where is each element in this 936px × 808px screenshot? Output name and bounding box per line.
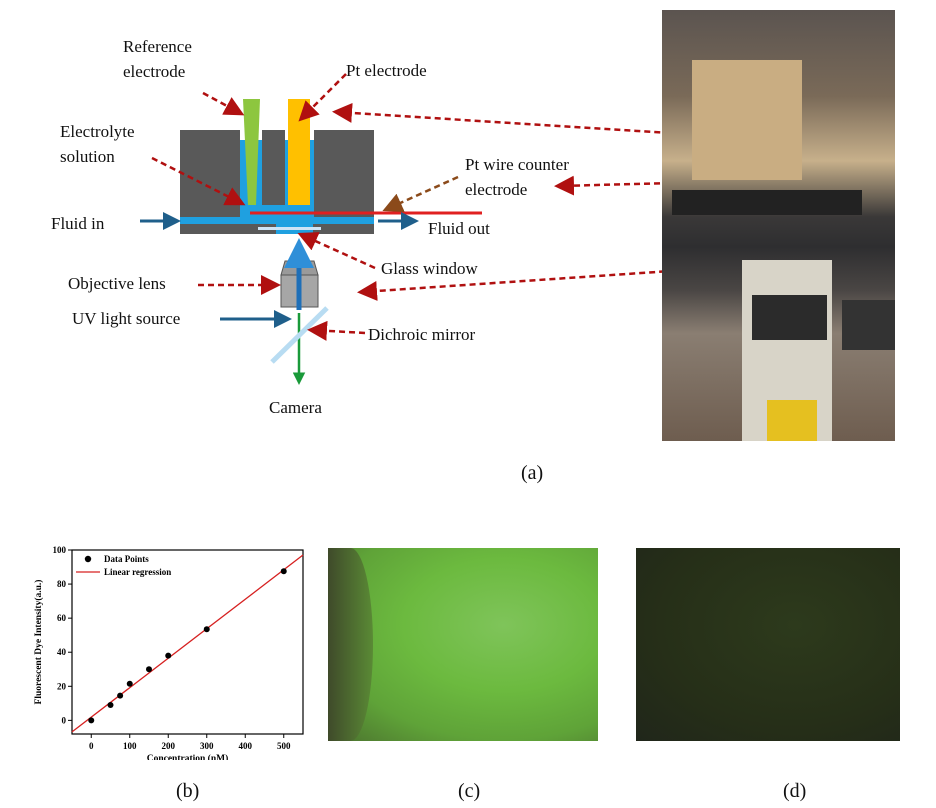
fluid-in-label: Fluid in — [51, 214, 105, 233]
reference-electrode — [243, 99, 260, 205]
setup-photo — [662, 10, 895, 441]
pt-electrode-label: Pt electrode — [346, 61, 427, 80]
y-tick-label: 60 — [57, 613, 67, 623]
pt-wire-callout-arrow — [382, 175, 459, 212]
y-tick-label: 40 — [57, 647, 67, 657]
y-tick-label: 80 — [57, 579, 67, 589]
panel-c-label: (c) — [458, 780, 481, 802]
data-point — [280, 568, 287, 575]
data-point — [117, 692, 124, 699]
flow-cell — [180, 99, 482, 234]
objective-lens-label: Objective lens — [68, 274, 166, 293]
x-tick-label: 0 — [89, 741, 94, 751]
data-point — [146, 666, 152, 673]
fluorescence-image-bright — [328, 548, 598, 741]
panel-d-label: (d) — [783, 780, 807, 802]
y-tick-label: 0 — [62, 715, 67, 725]
x-tick-label: 200 — [162, 741, 176, 751]
y-axis-label: Fluorescent Dye Intensity(a.u.) — [33, 580, 44, 705]
panel-b-label: (b) — [176, 780, 200, 802]
x-axis-label: Concentration (nM) — [147, 753, 229, 760]
pt-electrode — [288, 99, 310, 205]
calibration-chart: 0 100 200 300 400 500 0 20 40 60 80 100Concentratio… — [33, 545, 304, 760]
y-tick-label: 100 — [53, 545, 67, 555]
data-point — [88, 717, 95, 724]
fluorescence-cell-diagram — [140, 73, 781, 385]
glass-window-label: Glass window — [381, 259, 478, 278]
legend-label: Linear regression — [104, 567, 171, 577]
legend-label: Data Points — [104, 554, 149, 564]
data-point — [203, 626, 210, 633]
data-point — [126, 680, 133, 687]
y-tick-label: 20 — [57, 681, 67, 691]
regression-line — [71, 554, 304, 733]
x-tick-label: 100 — [123, 741, 137, 751]
x-tick-label: 400 — [239, 741, 253, 751]
dichroic-mirror-label: Dichroic mirror — [368, 325, 476, 344]
x-tick-label: 300 — [200, 741, 214, 751]
data-point — [107, 702, 114, 709]
data-point — [165, 652, 172, 659]
fluid-out-label: Fluid out — [428, 219, 490, 238]
glass-window — [258, 227, 321, 230]
uv-light-label: UV light source — [72, 309, 181, 328]
fluorescence-image-dark — [636, 548, 900, 741]
camera-label: Camera — [269, 398, 322, 417]
legend-marker-points — [84, 555, 92, 563]
dichroic-mirror — [270, 306, 329, 364]
x-tick-label: 500 — [277, 741, 291, 751]
panel-a-label: (a) — [521, 462, 544, 484]
plot-frame — [71, 549, 304, 735]
